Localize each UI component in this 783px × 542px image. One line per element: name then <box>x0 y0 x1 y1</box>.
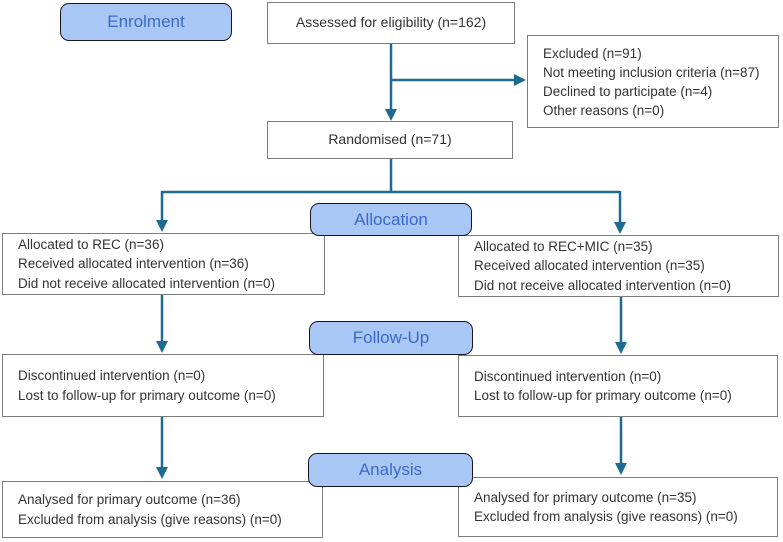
allocation-left-line-1: Allocated to REC (n=36) <box>18 236 164 252</box>
analysis-right-box: Analysed for primary outcome (n=35) Excl… <box>458 477 778 537</box>
allocation-right-line-2: Received allocated intervention (n=35) <box>474 258 705 274</box>
followup-right-box: Discontinued intervention (n=0) Lost to … <box>458 355 778 417</box>
excluded-line-2: Not meeting inclusion criteria (n=87) <box>543 64 760 80</box>
stage-label-allocation: Allocation <box>310 203 472 236</box>
stage-label-analysis: Analysis <box>308 453 473 487</box>
excluded-line-4: Other reasons (n=0) <box>543 102 665 118</box>
allocation-left-line-2: Received allocated intervention (n=36) <box>18 256 249 272</box>
stage-label-followup: Follow-Up <box>309 321 473 355</box>
stage-label-enrolment: Enrolment <box>60 3 232 41</box>
analysis-left-line-1: Analysed for primary outcome (n=36) <box>18 492 241 507</box>
excluded-line-3: Declined to participate (n=4) <box>543 83 713 99</box>
assessed-box: Assessed for eligibility (n=162) <box>267 2 515 44</box>
stage-label-enrolment-text: Enrolment <box>107 12 185 31</box>
randomised-box: Randomised (n=71) <box>267 121 513 159</box>
assessed-text: Assessed for eligibility (n=162) <box>295 14 487 31</box>
allocation-left-box: Allocated to REC (n=36) Received allocat… <box>2 233 325 295</box>
allocation-left-line-3: Did not receive allocated intervention (… <box>18 275 276 291</box>
analysis-right-line-2: Excluded from analysis (give reasons) (n… <box>474 509 738 524</box>
stage-label-allocation-text: Allocation <box>354 209 428 229</box>
analysis-left-box: Analysed for primary outcome (n=36) Excl… <box>2 481 323 538</box>
followup-left-box: Discontinued intervention (n=0) Lost to … <box>2 354 324 417</box>
followup-right-line-2: Lost to follow-up for primary outcome (n… <box>474 388 732 403</box>
allocation-right-line-3: Did not receive allocated intervention (… <box>474 277 732 293</box>
followup-left-line-1: Discontinued intervention (n=0) <box>18 368 206 383</box>
followup-right-line-1: Discontinued intervention (n=0) <box>474 368 662 384</box>
stage-label-analysis-text: Analysis <box>358 460 423 479</box>
allocation-right-line-1: Allocated to REC+MIC (n=35) <box>474 238 653 254</box>
randomised-text: Randomised (n=71) <box>328 131 452 148</box>
allocation-right-box: Allocated to REC+MIC (n=35) Received all… <box>458 235 779 297</box>
excluded-line-1: Excluded (n=91) <box>543 45 642 61</box>
followup-left-line-2: Lost to follow-up for primary outcome (n… <box>18 387 276 403</box>
stage-label-followup-text: Follow-Up <box>352 328 430 347</box>
analysis-right-line-1: Analysed for primary outcome (n=35) <box>474 489 697 505</box>
analysis-left-line-2: Excluded from analysis (give reasons) (n… <box>18 511 282 527</box>
excluded-box: Excluded (n=91) Not meeting inclusion cr… <box>527 35 779 128</box>
